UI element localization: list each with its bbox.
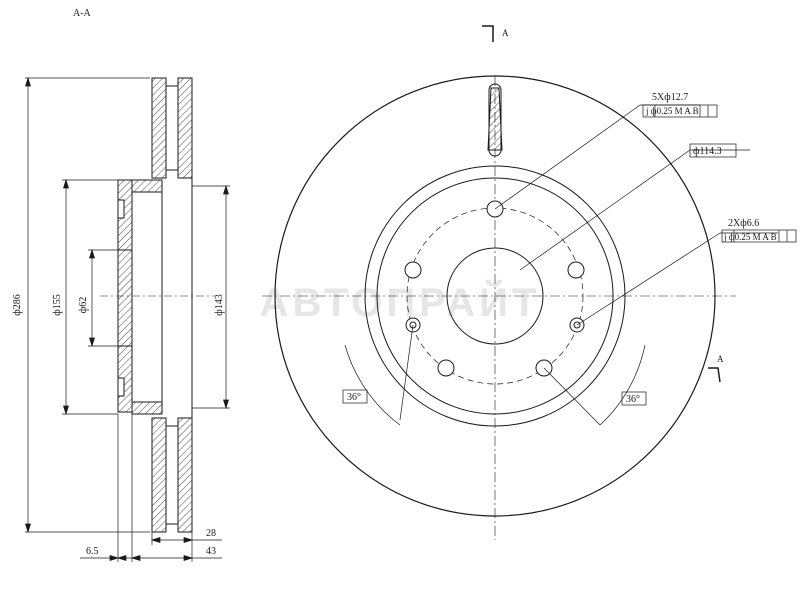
section-mark-bottom	[708, 367, 721, 383]
section-dimensions	[25, 76, 230, 562]
bolt-hole	[437, 359, 455, 377]
locating-holes-tolerance: j ф0.25 M A B	[723, 232, 777, 242]
section-mark-bottom-label: A	[717, 354, 724, 364]
bolt-holes-tolerance: j ф0.25 M A B	[645, 106, 699, 116]
section-label: A-A	[73, 8, 92, 19]
angle-box-left	[342, 389, 368, 404]
angle-box-right	[621, 391, 647, 406]
tolerance-frame-bolt	[642, 104, 718, 118]
bolt-holes-callout: 5Xф12.7	[652, 92, 688, 103]
bolt-hole	[404, 261, 422, 279]
disc-thickness-label: 28	[206, 528, 216, 539]
locating-holes-callout: 2Xф6.6	[728, 218, 759, 229]
angle-left-label: 36°	[347, 392, 361, 403]
hat-diameter-label: ф155	[52, 294, 63, 315]
bolt-hole	[567, 261, 585, 279]
center-bore-label: ф62	[78, 297, 89, 313]
section-view	[100, 77, 215, 533]
inner-diameter-label: ф143	[214, 294, 225, 315]
overall-height-label: 43	[206, 546, 216, 557]
section-mark-top-label: A	[502, 28, 509, 38]
pcd-box	[689, 143, 737, 158]
tolerance-frame-locating	[721, 229, 797, 243]
watermark: АВТОПРАЙТ	[260, 279, 541, 325]
flange-thickness-label: 6.5	[86, 546, 99, 557]
outer-diameter-label: ф286	[12, 294, 23, 315]
angle-right-label: 36°	[626, 394, 640, 405]
section-mark-top	[482, 25, 494, 42]
pcd-label: ф114.3	[693, 146, 722, 157]
